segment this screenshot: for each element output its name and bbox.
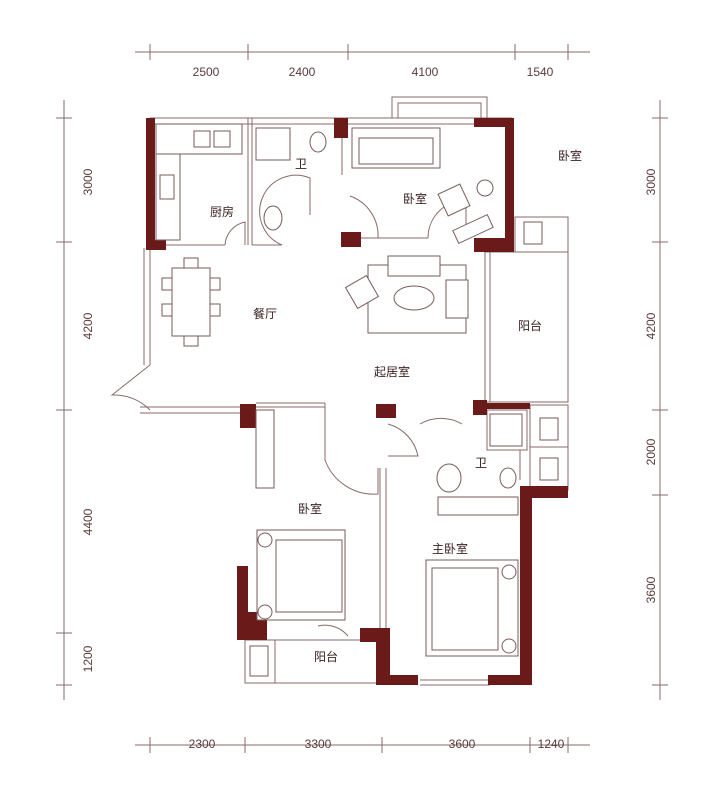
- room-label-bedroom-top: 卧室: [403, 191, 427, 206]
- dim-left-1: 3000: [81, 168, 95, 195]
- dim-left-4: 1200: [81, 645, 95, 672]
- dim-bottom-2: 3300: [305, 737, 332, 751]
- dim-top-4: 1540: [527, 65, 554, 79]
- dimension-lines: [56, 44, 668, 753]
- room-label-bath-right: 卫: [475, 456, 487, 470]
- dim-right-3: 2000: [644, 438, 658, 465]
- dim-right-1: 3000: [644, 168, 658, 195]
- thick-walls: [146, 118, 568, 685]
- room-label-bath-top: 卫: [295, 157, 307, 171]
- room-label-bedroom-outside: 卧室: [558, 148, 582, 163]
- room-label-balcony-bottom: 阳台: [314, 649, 338, 664]
- room-label-living: 起居室: [374, 364, 410, 379]
- dim-top-1: 2500: [193, 65, 220, 79]
- dim-top-3: 4100: [412, 65, 439, 79]
- thin-walls: [140, 96, 569, 686]
- room-label-master-bedroom: 主卧室: [432, 541, 468, 556]
- furniture: [155, 123, 559, 677]
- dim-left-3: 4400: [81, 508, 95, 535]
- room-label-kitchen: 厨房: [210, 204, 234, 219]
- dim-left-2: 4200: [81, 312, 95, 339]
- dim-top-2: 2400: [289, 65, 316, 79]
- dim-bottom-3: 3600: [449, 737, 476, 751]
- dim-right-4: 3600: [644, 576, 658, 603]
- dim-bottom-4: 1240: [538, 737, 565, 751]
- dim-bottom-1: 2300: [189, 737, 216, 751]
- room-label-balcony-right: 阳台: [518, 318, 542, 333]
- room-label-dining: 餐厅: [253, 306, 277, 321]
- room-label-bedroom-left: 卧室: [298, 501, 322, 516]
- dim-right-2: 4200: [644, 312, 658, 339]
